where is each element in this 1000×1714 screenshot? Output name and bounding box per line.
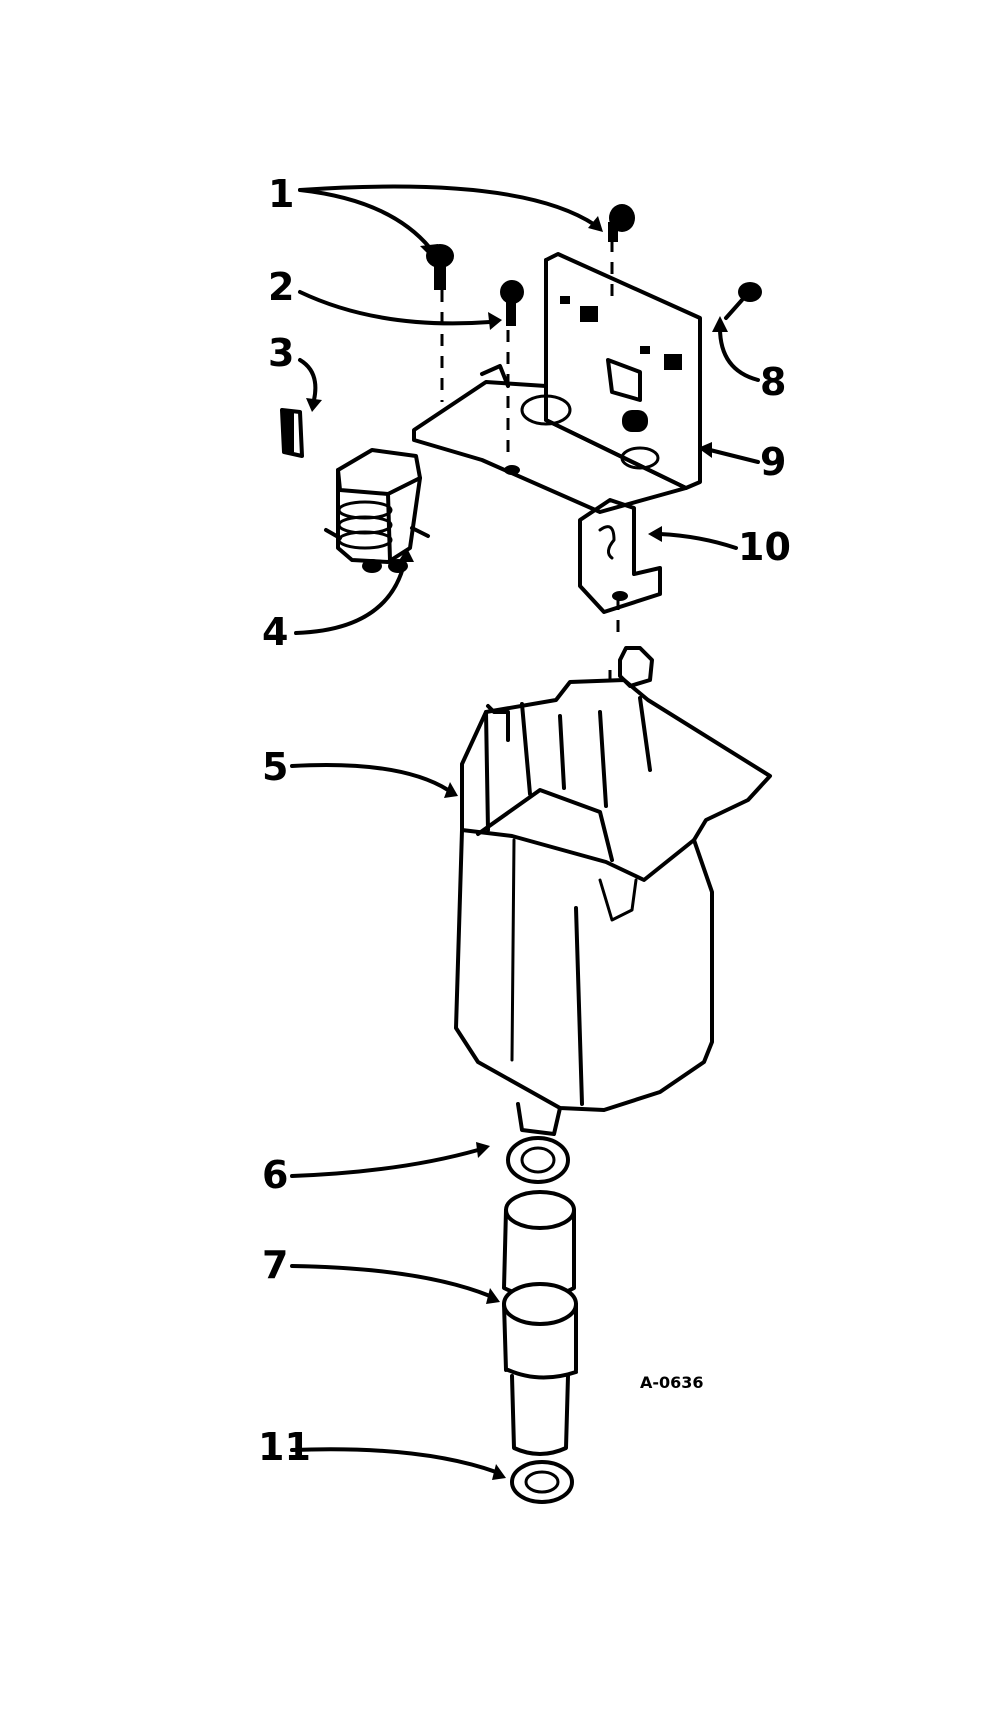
leader-6 (290, 1148, 480, 1178)
drain-fitting (516, 1102, 562, 1136)
arrowhead-11 (492, 1464, 506, 1480)
o-ring-11 (510, 1460, 574, 1504)
alignment-lines (440, 240, 620, 1175)
o-ring-6 (506, 1136, 570, 1184)
screw-1b (608, 204, 635, 242)
leader-10 (658, 532, 738, 550)
leader-11 (290, 1447, 498, 1474)
screw-8 (724, 282, 762, 320)
callout-6: 6 (262, 1153, 288, 1197)
filter-cartridge-7 (502, 1190, 578, 1456)
leader-1a (298, 188, 432, 250)
switch-bracket-10 (578, 358, 662, 688)
leader-8 (718, 326, 760, 382)
callout-10: 10 (738, 525, 791, 569)
arrowhead-7 (486, 1288, 500, 1304)
arrowhead-4 (398, 548, 414, 562)
callout-4: 4 (262, 610, 288, 654)
leader-2 (298, 290, 492, 326)
drawing-code: A-0636 (640, 1373, 704, 1392)
bracket-9 (412, 252, 702, 514)
leader-5 (290, 763, 450, 792)
leader-9 (708, 448, 760, 464)
reservoir-5 (454, 678, 772, 1112)
leader-4 (294, 558, 407, 635)
callout-5: 5 (262, 745, 288, 789)
arrowhead-9 (698, 442, 712, 458)
screw-1a (426, 244, 454, 290)
leader-3 (298, 358, 318, 402)
arrowhead-6 (476, 1142, 490, 1158)
screw-2 (500, 280, 524, 326)
arrowhead-10 (648, 526, 662, 542)
leader-1b (298, 184, 597, 227)
callout-2: 2 (268, 265, 294, 309)
callout-3: 3 (268, 331, 294, 375)
solenoid-4 (324, 448, 430, 573)
leader-lines (290, 184, 760, 1480)
arrowhead-1b (588, 216, 603, 232)
arrowhead-8 (712, 316, 728, 332)
callout-7: 7 (262, 1243, 288, 1287)
arrowhead-3 (306, 398, 322, 412)
arrowhead-5 (444, 782, 458, 798)
clip-3 (280, 408, 304, 458)
callout-8: 8 (760, 360, 786, 404)
callout-1: 1 (268, 172, 294, 216)
arrowhead-2 (488, 312, 502, 330)
callout-11: 11 (258, 1425, 311, 1469)
callout-9: 9 (760, 440, 786, 484)
leader-7 (290, 1264, 492, 1298)
